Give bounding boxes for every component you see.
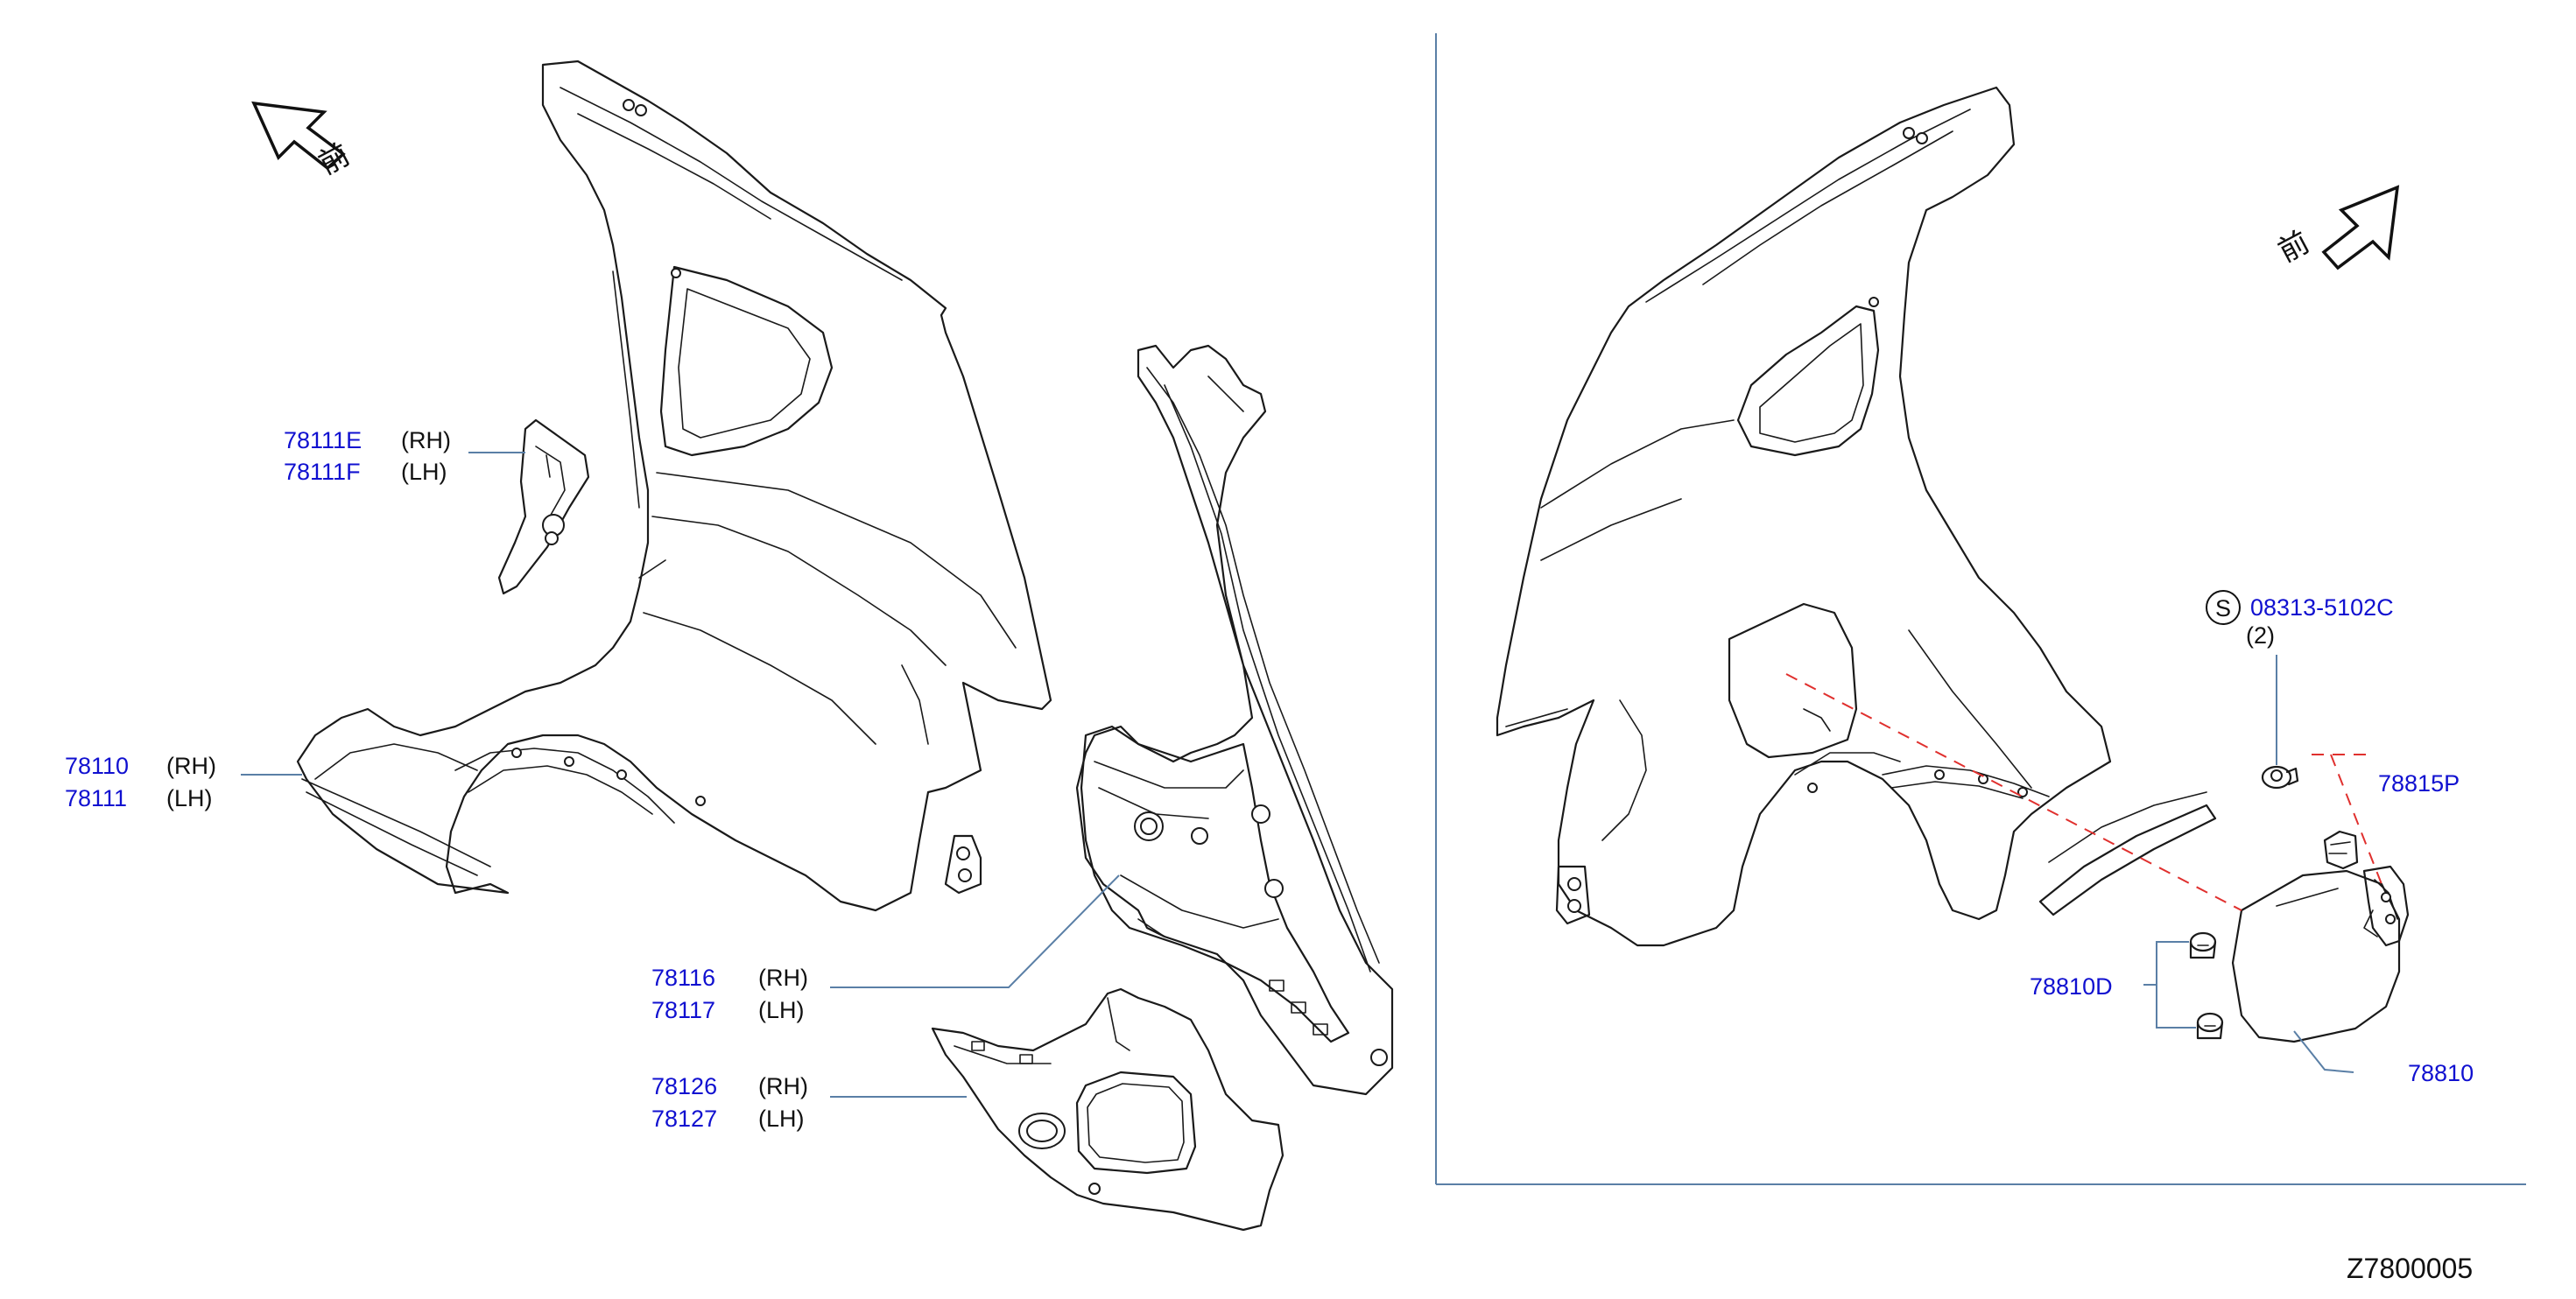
side-designation: (LH): [401, 459, 447, 485]
callout-78111f: 78111F (LH): [284, 459, 447, 485]
standard-part-symbol: S: [2215, 595, 2231, 621]
part-number: 78116: [651, 965, 715, 991]
bracket-78111-left: [497, 418, 590, 595]
screw-08313: [2261, 765, 2299, 790]
callout-78110: 78110 (RH): [65, 753, 216, 779]
callout-78127: 78127 (LH): [651, 1106, 805, 1132]
rear-fender-panel-left: [296, 60, 1052, 912]
callout-78117: 78117 (LH): [651, 997, 805, 1023]
front-arrow-right-icon: 前: [2272, 185, 2400, 270]
fuel-filler-lid: [2231, 865, 2410, 1043]
wheel-house-inner: [1075, 344, 1394, 1096]
side-designation: (LH): [758, 997, 805, 1023]
side-designation: (RH): [166, 753, 216, 779]
part-number: 78815P: [2378, 770, 2460, 797]
part-number: 78111E: [284, 427, 362, 453]
side-designation: (RH): [401, 427, 451, 453]
section-border: [1435, 33, 2526, 1185]
callout-78810d: 78810D: [2030, 973, 2113, 1000]
leader-lines: [241, 452, 2354, 1098]
callout-78116: 78116 (RH): [651, 965, 808, 991]
callout-78810: 78810: [2408, 1060, 2474, 1086]
part-number: 08313-5102C: [2250, 594, 2394, 621]
callout-78111e: 78111E (RH): [284, 427, 451, 453]
callout-08313: S 08313-5102C (2): [2206, 590, 2394, 649]
drawing-code: Z7800005: [2347, 1253, 2473, 1284]
side-designation: (LH): [166, 785, 213, 811]
quantity: (2): [2246, 622, 2275, 649]
front-label-right: 前: [2272, 225, 2315, 270]
part-number: 78111: [65, 785, 127, 811]
standard-part-symbol-icon: [2206, 590, 2241, 625]
part-number: 78117: [651, 997, 715, 1023]
rear-fender-panel-right: [1496, 86, 2217, 947]
inner-panel-78126: [931, 987, 1284, 1232]
side-designation: (RH): [758, 965, 808, 991]
part-number: 78810D: [2030, 973, 2113, 1000]
callout-78815p: 78815P: [2378, 770, 2460, 797]
part-number: 78110: [65, 753, 129, 779]
clip-78815p: [2323, 830, 2359, 870]
front-arrow-left-icon: 前: [251, 101, 355, 182]
part-number: 78127: [651, 1106, 717, 1132]
screw-78810d-upper: [2189, 931, 2217, 959]
part-number: 78810: [2408, 1060, 2474, 1086]
side-designation: (LH): [758, 1106, 805, 1132]
callout-78111: 78111 (LH): [65, 785, 213, 811]
part-number: 78126: [651, 1073, 717, 1099]
side-designation: (RH): [758, 1073, 808, 1099]
screw-78810d-lower: [2196, 1012, 2224, 1040]
callout-78126: 78126 (RH): [651, 1073, 808, 1099]
part-number: 78111F: [284, 459, 361, 485]
assembly-lines: [1785, 673, 2382, 911]
